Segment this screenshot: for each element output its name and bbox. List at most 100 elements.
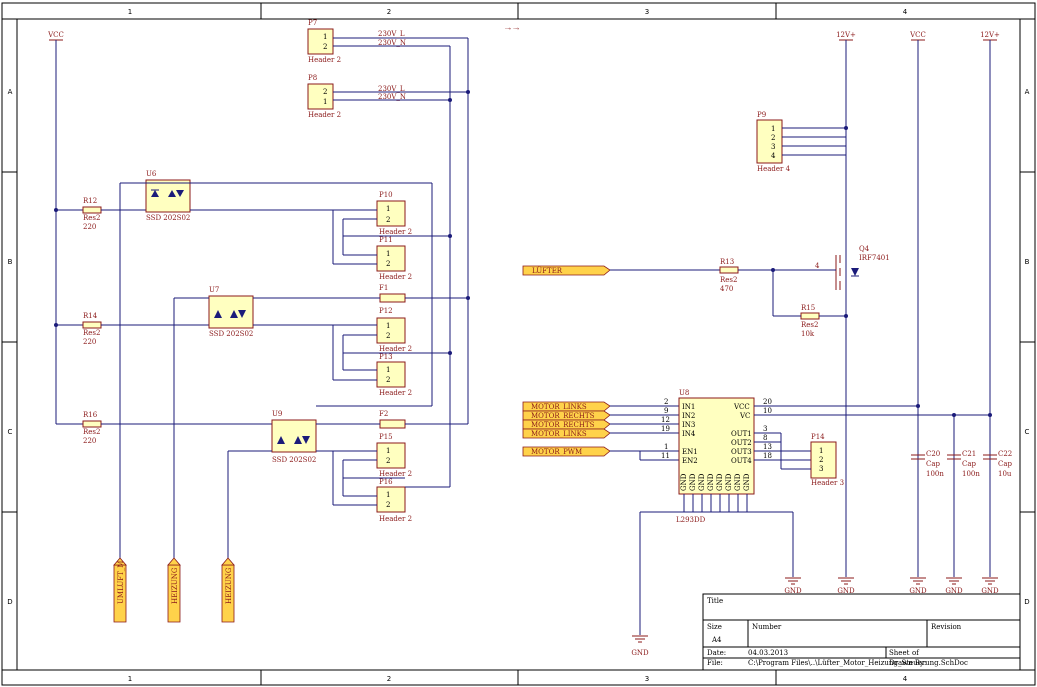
- svg-text:MOTOR_RECHTS: MOTOR_RECHTS: [531, 412, 595, 420]
- svg-text:⇢ ⇢: ⇢ ⇢: [505, 25, 519, 33]
- svg-text:13: 13: [763, 443, 772, 451]
- svg-text:100n: 100n: [962, 470, 980, 478]
- svg-text:Header 2: Header 2: [308, 111, 341, 119]
- capacitor-c20: C20 Cap 100n: [911, 450, 944, 478]
- svg-text:GND: GND: [743, 473, 751, 491]
- svg-text:Cap: Cap: [962, 460, 977, 468]
- svg-text:3: 3: [819, 465, 823, 473]
- svg-text:230V_L: 230V_L: [378, 85, 405, 93]
- ssr-u9: U9 SSD 202S02: [101, 410, 333, 560]
- svg-text:2: 2: [386, 332, 390, 340]
- row-label-left-b: B: [8, 258, 13, 266]
- header-p16: P16 1 2 Header 2: [332, 451, 450, 523]
- svg-text:230V_L: 230V_L: [378, 30, 405, 38]
- svg-text:GND: GND: [680, 473, 688, 491]
- ssr-u6: U6 SSD 202S02: [101, 170, 432, 560]
- svg-text:P12: P12: [379, 307, 393, 315]
- gnd-symbol-5: GND: [981, 577, 999, 595]
- svg-text:1: 1: [386, 250, 390, 258]
- svg-text:R15: R15: [801, 304, 815, 312]
- gnd-symbol-3: GND: [909, 577, 927, 595]
- svg-text:2: 2: [386, 457, 390, 465]
- svg-text:GND: GND: [689, 473, 697, 491]
- svg-text:GND: GND: [707, 473, 715, 491]
- date-label: Date:: [707, 649, 726, 657]
- svg-text:P14: P14: [811, 433, 825, 441]
- svg-text:GND: GND: [631, 649, 649, 657]
- svg-text:Header 4: Header 4: [757, 165, 791, 173]
- title-block: Title Size A4 Number Revision Date: 04.0…: [702, 593, 1021, 671]
- svg-text:3: 3: [763, 425, 767, 433]
- svg-text:Res2: Res2: [720, 276, 737, 284]
- col-label-top-3: 3: [645, 8, 649, 16]
- file-value: C:\Program Files\..\Lüfter_Motor_Heizung…: [748, 659, 968, 667]
- row-label-right-b: B: [1025, 258, 1030, 266]
- svg-text:P9: P9: [757, 111, 766, 119]
- gnd-symbol-2: GND: [837, 577, 855, 595]
- cursor-marks: ⇢ ⇢: [505, 25, 519, 33]
- svg-text:4: 4: [771, 152, 776, 160]
- row-label-left-c: C: [8, 428, 13, 436]
- number-label: Number: [752, 623, 782, 631]
- svg-text:Res2: Res2: [83, 428, 100, 436]
- svg-text:IN4: IN4: [682, 430, 696, 438]
- svg-text:GND: GND: [837, 587, 855, 595]
- header-p12: P12 1 2 Header 2: [333, 307, 450, 370]
- svg-text:Header 2: Header 2: [379, 470, 412, 478]
- svg-text:Header 2: Header 2: [379, 515, 412, 523]
- svg-text:SSD 202S02: SSD 202S02: [209, 330, 253, 338]
- svg-text:GND: GND: [945, 587, 963, 595]
- svg-text:11: 11: [661, 452, 670, 460]
- svg-text:EN2: EN2: [682, 457, 698, 465]
- svg-text:2: 2: [771, 134, 775, 142]
- svg-text:P11: P11: [379, 236, 393, 244]
- svg-text:SSD 202S02: SSD 202S02: [272, 456, 316, 464]
- svg-text:10u: 10u: [998, 470, 1012, 478]
- svg-text:MOTOR_LINKS: MOTOR_LINKS: [531, 430, 587, 438]
- svg-text:VCC: VCC: [733, 403, 750, 411]
- svg-text:220: 220: [83, 223, 96, 231]
- resistor-r12: R12 Res2 220: [82, 197, 102, 231]
- svg-text:R14: R14: [83, 312, 98, 320]
- vcc-left-label: VCC: [47, 31, 64, 39]
- svg-text:P8: P8: [308, 74, 317, 82]
- svg-text:1: 1: [386, 366, 390, 374]
- svg-text:1: 1: [386, 322, 390, 330]
- mosfet-q4: Q4 IRF7401 4: [815, 245, 890, 290]
- svg-text:12: 12: [661, 416, 670, 424]
- col-label-bottom-3: 3: [645, 675, 649, 683]
- svg-text:Cap: Cap: [926, 460, 941, 468]
- header-p11: P11 1 2 Header 2: [332, 210, 412, 281]
- drawn-by-label: Drawn By:: [889, 659, 926, 667]
- ground-symbols: GND GND GND GND GND GND: [631, 577, 999, 657]
- svg-text:IN2: IN2: [682, 412, 695, 420]
- row-label-right-d: D: [1024, 598, 1029, 606]
- resistor-r13: R13 Res2 470: [719, 258, 826, 293]
- svg-text:UMLUFT_M: UMLUFT_M: [117, 561, 125, 604]
- svg-text:U9: U9: [272, 410, 282, 418]
- header-p15: P15 1 2 Header 2: [333, 433, 412, 496]
- svg-text:1: 1: [386, 491, 390, 499]
- col-label-top-1: 1: [128, 8, 132, 16]
- svg-text:1: 1: [323, 33, 327, 41]
- svg-text:P16: P16: [379, 478, 393, 486]
- svg-text:Header 2: Header 2: [379, 228, 412, 236]
- svg-text:Q4: Q4: [859, 245, 870, 253]
- row-label-left-d: D: [7, 598, 12, 606]
- svg-text:C20: C20: [926, 450, 940, 458]
- col-label-top-2: 2: [387, 8, 391, 16]
- header-p9: P9 1 2 3 4 Header 4: [756, 111, 848, 173]
- svg-text:MOTOR_RECHTS: MOTOR_RECHTS: [531, 421, 595, 429]
- svg-text:U8: U8: [679, 389, 689, 397]
- ssr-u7: U7 SSD 202S02: [101, 286, 333, 560]
- svg-text:9: 9: [664, 407, 668, 415]
- header-p8: P8 2 1 Header 2 230V_L 230V_N: [307, 74, 468, 119]
- svg-text:1: 1: [664, 443, 668, 451]
- svg-text:Header 2: Header 2: [379, 273, 412, 281]
- svg-text:LÜFTER: LÜFTER: [532, 266, 563, 275]
- svg-text:2: 2: [386, 501, 390, 509]
- revision-label: Revision: [931, 623, 962, 631]
- col-label-top-4: 4: [903, 8, 908, 16]
- size-label: Size: [707, 623, 722, 631]
